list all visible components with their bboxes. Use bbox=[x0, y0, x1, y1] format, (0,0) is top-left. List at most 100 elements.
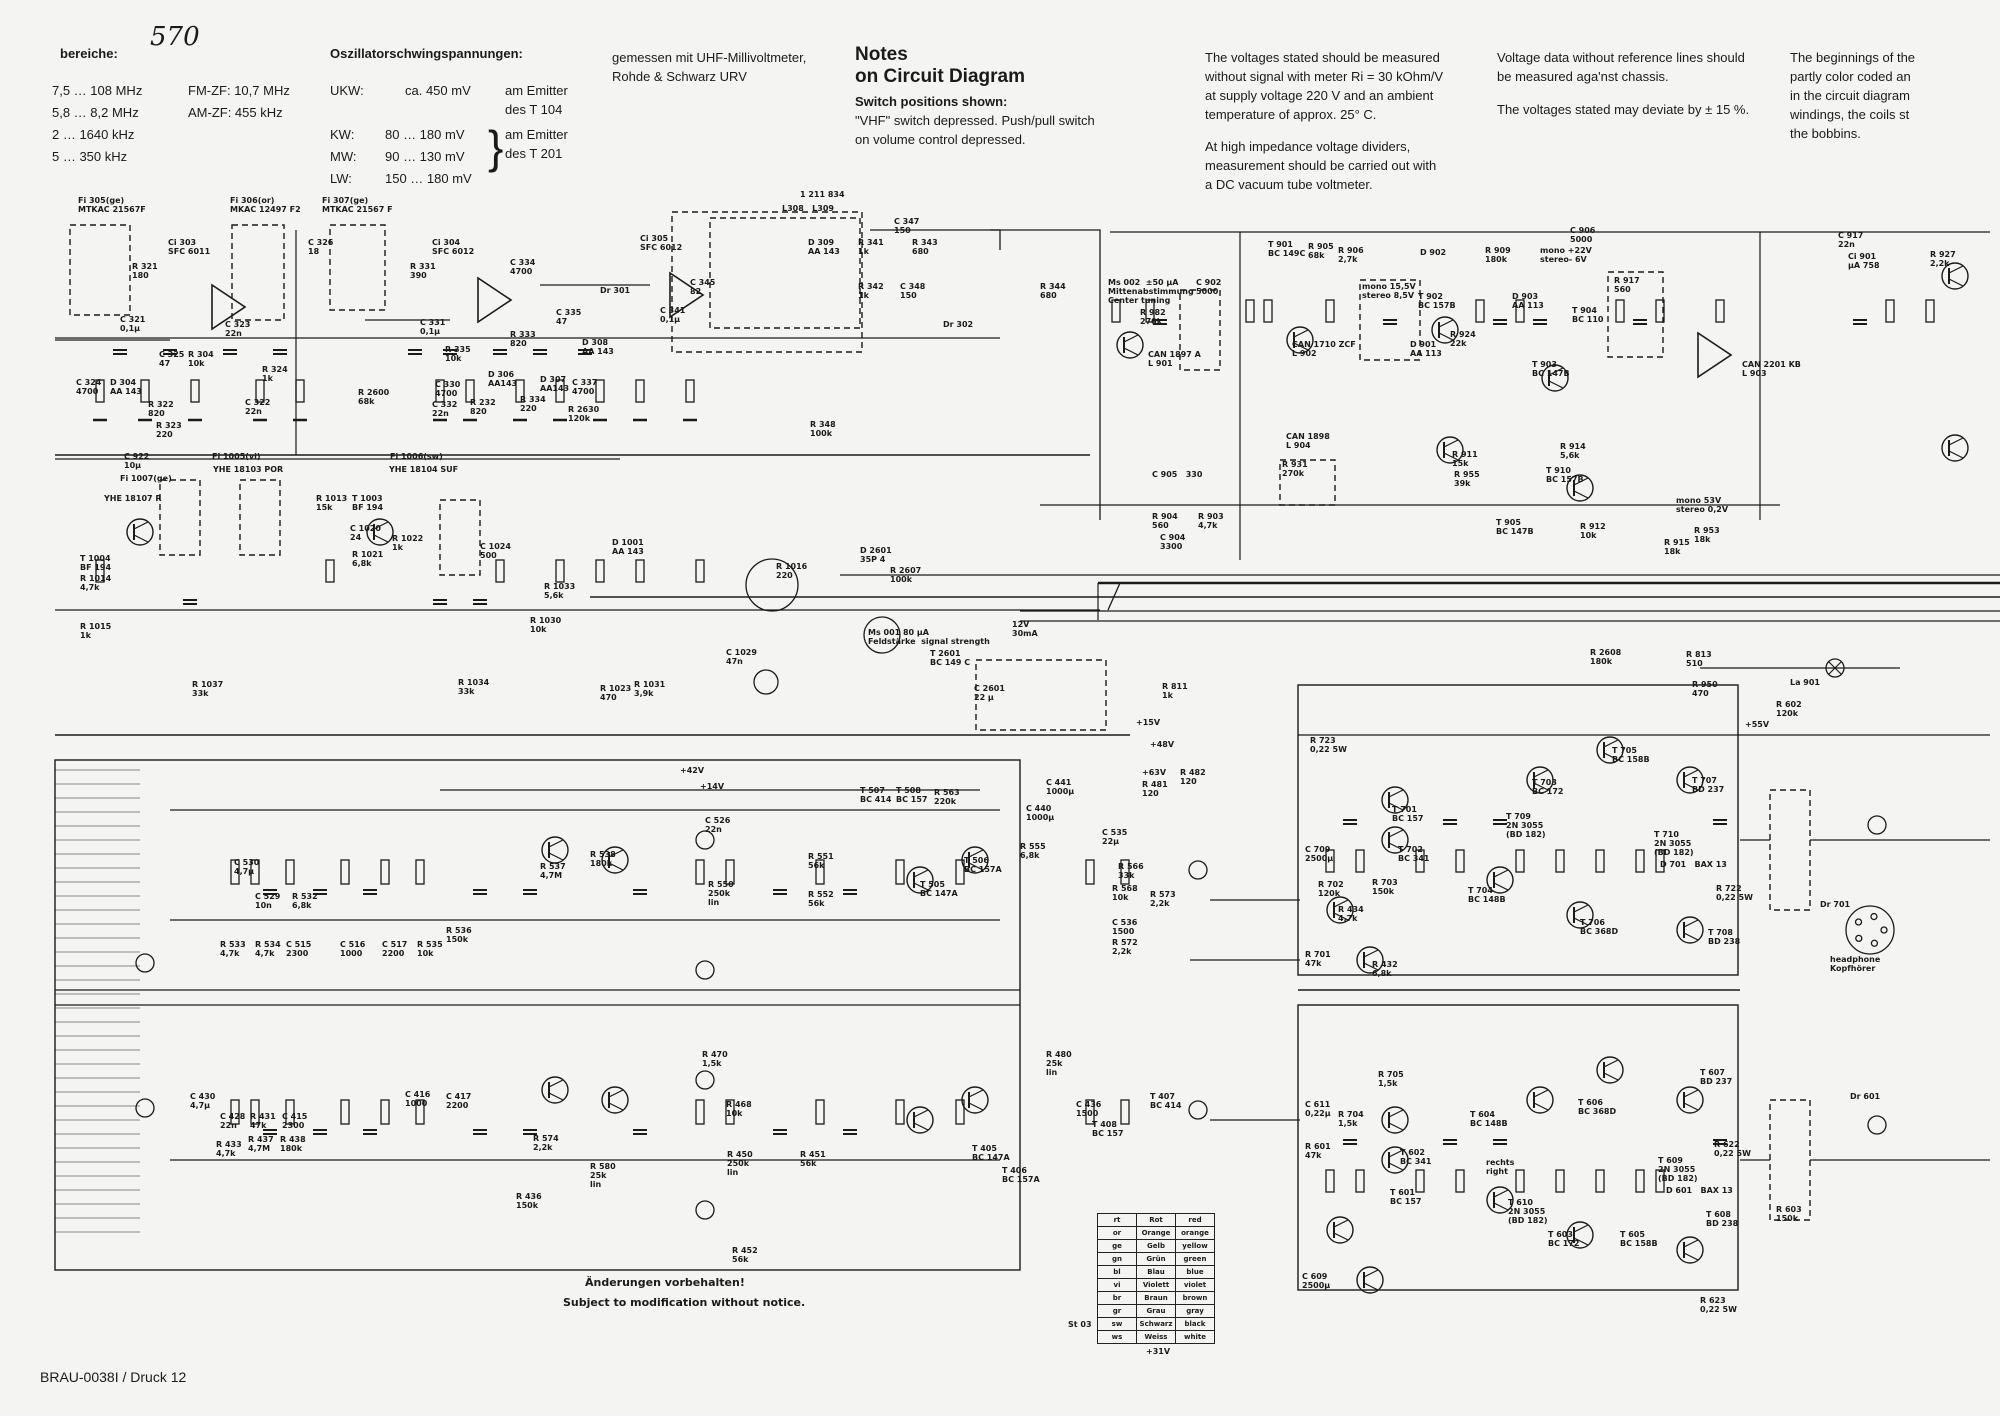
color-abbrev: or bbox=[1097, 1226, 1137, 1240]
transistor-label: T 1004 BF 194 bbox=[80, 554, 112, 572]
transistor-label: T 609 2N 3055 (BD 182) bbox=[1658, 1156, 1698, 1183]
component-label: +42V bbox=[680, 766, 705, 775]
transistor-emitter bbox=[1548, 380, 1564, 389]
socket-pin bbox=[1870, 912, 1878, 921]
component-label: +48V bbox=[1150, 740, 1175, 749]
resistor-label: R 2600 68k bbox=[358, 388, 390, 406]
capacitor-label: C 530 4,7µ bbox=[234, 858, 260, 876]
transistor-collector bbox=[548, 839, 564, 848]
band-range: 5,8 … 8,2 MHz bbox=[52, 105, 139, 120]
transistor-collector bbox=[1948, 265, 1964, 274]
resistor-symbol bbox=[230, 1099, 240, 1125]
transistor-label: T 904 BC 110 bbox=[1572, 306, 1604, 324]
resistor-label: R 2608 180k bbox=[1590, 648, 1622, 666]
transistor-label: T 405 BC 147A bbox=[972, 1144, 1010, 1162]
resistor-label: R 1033 5,6k bbox=[544, 582, 576, 600]
filter-can bbox=[709, 217, 861, 329]
component-label: Fi 1007(ge) bbox=[120, 474, 172, 483]
capacitor-label: C 906 5000 bbox=[1570, 226, 1596, 244]
brace: } bbox=[488, 121, 504, 173]
transistor-emitter bbox=[608, 862, 624, 871]
resistor-label: R 912 10k bbox=[1580, 522, 1606, 540]
resistor-label: R 1031 3,9k bbox=[634, 680, 666, 698]
resistor-label: R 538 180k bbox=[590, 850, 616, 868]
transistor-label: T 903 BC 147B bbox=[1532, 360, 1570, 378]
osc-value: 80 … 180 mV bbox=[385, 127, 465, 142]
resistor-symbol bbox=[1595, 849, 1605, 873]
transistor-emitter bbox=[1603, 1072, 1619, 1081]
filter-can bbox=[329, 224, 386, 311]
wire bbox=[1107, 582, 1121, 611]
dividers-note: At high impedance voltage dividers, meas… bbox=[1205, 139, 1437, 192]
resistor-label: R 334 220 bbox=[520, 395, 546, 413]
resistor-label: R 481 120 bbox=[1142, 780, 1168, 798]
band-range: 5 … 350 kHz bbox=[52, 149, 128, 164]
transistor-label: T 2601 BC 149 C bbox=[930, 649, 971, 667]
capacitor-label: C 325 47 bbox=[159, 350, 185, 368]
resistor-label: R 573 2,2k bbox=[1150, 890, 1176, 908]
resistor-label: R 341 1k bbox=[858, 238, 884, 256]
transistor-collector bbox=[1363, 1269, 1379, 1278]
color-name-en: yellow bbox=[1175, 1239, 1215, 1253]
capacitor-label: C 332 22n bbox=[432, 400, 458, 418]
resistor-label: R 914 5,6k bbox=[1560, 442, 1586, 460]
resistor-label: R 927 2,2k bbox=[1930, 250, 1956, 268]
resistor-symbol bbox=[895, 1099, 905, 1125]
capacitor-label: C 529 10n bbox=[255, 892, 281, 910]
component-label: Fi 307(ge) MTKAC 21567 F bbox=[322, 196, 393, 214]
resistor-symbol bbox=[340, 1099, 350, 1125]
component-label: La 901 bbox=[1790, 678, 1820, 687]
output-choke bbox=[1769, 1099, 1811, 1221]
transistor-emitter bbox=[913, 882, 929, 891]
resistor-label: R 703 150k bbox=[1372, 878, 1398, 896]
socket-pin bbox=[1870, 939, 1879, 947]
resistor-label: R 470 1,5k bbox=[702, 1050, 728, 1068]
resistor-label: R 452 56k bbox=[732, 1246, 758, 1264]
color-name-de: Weiss bbox=[1136, 1330, 1176, 1344]
color-abbrev: ge bbox=[1097, 1239, 1137, 1253]
transistor-symbol bbox=[1526, 1086, 1554, 1114]
color-name-en: orange bbox=[1175, 1226, 1215, 1240]
transistor-label: T 710 2N 3055 (BD 182) bbox=[1654, 830, 1694, 857]
capacitor-label: C 322 22n bbox=[245, 398, 271, 416]
resistor-symbol bbox=[1120, 859, 1130, 885]
resistor-symbol bbox=[1655, 849, 1665, 873]
resistor-symbol bbox=[95, 559, 105, 583]
resistor-symbol bbox=[285, 859, 295, 885]
diode-label: D 901 AA 113 bbox=[1410, 340, 1442, 358]
transistor-symbol bbox=[1676, 766, 1704, 794]
resistor-label: R 950 470 bbox=[1692, 680, 1718, 698]
component-label: 12V 30mA bbox=[1012, 620, 1038, 638]
transistor-label: T 506 BC 157A bbox=[964, 856, 1002, 874]
resistor-symbol bbox=[1475, 299, 1485, 323]
color-name-en: white bbox=[1175, 1330, 1215, 1344]
transistor-emitter bbox=[1363, 1282, 1379, 1291]
potentiometer-marker bbox=[695, 1200, 715, 1220]
resistor-symbol bbox=[285, 1099, 295, 1125]
resistor-symbol bbox=[250, 1099, 260, 1125]
transistor-symbol bbox=[1566, 901, 1594, 929]
resistor-symbol bbox=[1885, 299, 1895, 323]
transistor-collector bbox=[1948, 437, 1964, 446]
modification-notice-en: Subject to modification without notice. bbox=[563, 1296, 806, 1309]
transistor-symbol bbox=[1596, 1056, 1624, 1084]
resistor-symbol bbox=[1635, 849, 1645, 873]
transistor-symbol bbox=[1381, 1106, 1409, 1134]
transistor-emitter bbox=[1683, 1102, 1699, 1111]
connector-b bbox=[135, 1098, 155, 1118]
capacitor-label: C 515 2300 bbox=[286, 940, 312, 958]
transistor-symbol bbox=[1676, 1086, 1704, 1114]
capacitor-label: C 341 0,1µ bbox=[660, 306, 686, 324]
resistor-symbol bbox=[465, 379, 475, 403]
capacitor-label: C 516 1000 bbox=[340, 940, 366, 958]
resistor-label: R 551 56k bbox=[808, 852, 834, 870]
resistor-label: R 323 220 bbox=[156, 421, 182, 439]
component-label: Ms 001 80 µA Feldstärke signal strength bbox=[868, 628, 990, 646]
resistor-symbol bbox=[340, 859, 350, 885]
transistor-collector bbox=[1293, 329, 1309, 338]
capacitor-label: C 324 4700 bbox=[76, 378, 102, 396]
transistor-collector bbox=[1683, 1239, 1699, 1248]
